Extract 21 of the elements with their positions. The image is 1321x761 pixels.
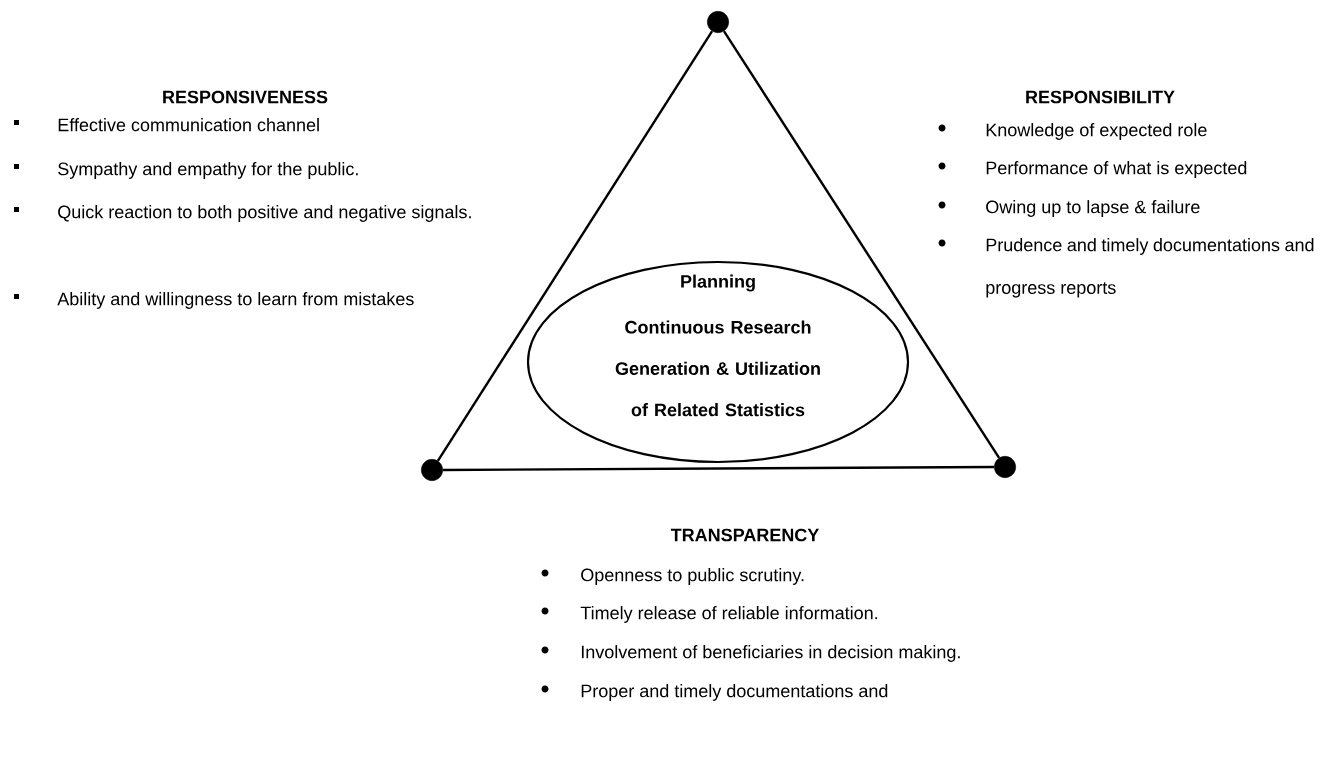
triangle-side (722, 30, 1001, 459)
list-item: Prudence and timely documentations and progress reports (986, 238, 1314, 298)
vertex-dot (421, 459, 443, 481)
triangle-side (436, 30, 714, 462)
list-item: Timely release of reliable information. (580, 606, 878, 623)
list-item: Openness to public scrutiny. (581, 568, 804, 585)
triangle-side (442, 465, 995, 472)
section-heading: RESPONSIVENESS (163, 90, 328, 104)
list-item: Knowledge of expected role (986, 123, 1207, 140)
list-item: Quick reaction to both positive and negative signals. (58, 205, 471, 222)
section-heading: TRANSPARENCY (670, 528, 820, 542)
list-item: Owing up to lapse & failure (986, 200, 1200, 217)
section-heading: RESPONSIBILITY (1026, 90, 1175, 104)
vertex-dot (707, 11, 729, 33)
list-item: Involvement of beneficiaries in decision making. (581, 645, 960, 662)
list-item: Sympathy and empathy for the public. (58, 162, 358, 179)
list-item: Performance of what is expected (986, 161, 1247, 178)
list-item: Ability and willingness to learn from mistakes (57, 292, 414, 309)
list-item: Proper and timely documentations and (581, 684, 888, 701)
list-item: Effective communication channel (58, 118, 319, 132)
vertex-dot (994, 456, 1016, 478)
